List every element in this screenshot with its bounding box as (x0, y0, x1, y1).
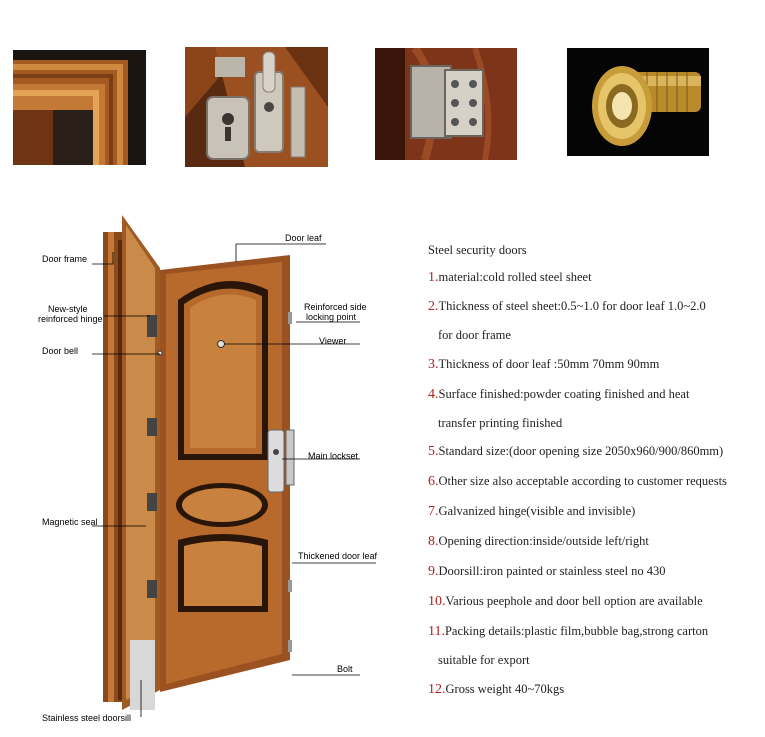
label-hinge-line2: reinforced hinge (38, 314, 103, 324)
spec-item-number: 2. (428, 299, 439, 314)
spec-item: suitable for export (438, 653, 530, 668)
peephole-viewer-photo (567, 48, 709, 156)
spec-item-text: Various peephole and door bell option ar… (445, 594, 703, 608)
spec-item-text: transfer printing finished (438, 416, 563, 430)
spec-item: 8.Opening direction:inside/outside left/… (428, 534, 649, 550)
spec-item-number: 6. (428, 474, 439, 489)
spec-item-text: Doorsill:iron painted or stainless steel… (438, 564, 666, 578)
spec-item-number: 1. (428, 270, 439, 285)
label-thickened-door-leaf: Thickened door leaf (298, 551, 378, 561)
spec-item-text: Packing details:plastic film,bubble bag,… (444, 624, 709, 638)
door-diagram (92, 215, 376, 717)
spec-item-number: 8. (428, 534, 439, 549)
spec-title: Steel security doors (428, 243, 527, 257)
lockset-detail-photo (185, 47, 328, 167)
spec-item: 6.Other size also acceptable according t… (428, 474, 727, 490)
spec-item-number: 10. (428, 594, 446, 609)
spec-item-text: Other size also acceptable according to … (438, 474, 727, 488)
label-locking-line2: locking point (306, 312, 357, 322)
label-hinge-line1: New-style (48, 304, 88, 314)
spec-item: 7.Galvanized hinge(visible and invisible… (428, 504, 635, 520)
spec-item: for door frame (438, 328, 511, 343)
spec-item-number: 4. (428, 387, 439, 402)
spec-item: 4.Surface finished:powder coating finish… (428, 387, 689, 403)
label-locking-line1: Reinforced side (304, 302, 367, 312)
spec-item-number: 11. (428, 624, 445, 639)
spec-item-text: Opening direction:inside/outside left/ri… (438, 534, 649, 548)
label-viewer: Viewer (319, 336, 347, 346)
spec-item: 9.Doorsill:iron painted or stainless ste… (428, 564, 666, 580)
spec-item-number: 5. (428, 444, 439, 459)
label-bolt: Bolt (337, 664, 353, 674)
spec-item-text: Galvanized hinge(visible and invisible) (438, 504, 636, 518)
spec-item: 2.Thickness of steel sheet:0.5~1.0 for d… (428, 299, 706, 315)
label-door-leaf: Door leaf (285, 233, 322, 243)
spec-item-text: for door frame (438, 328, 511, 342)
spec-item: 5.Standard size:(door opening size 2050x… (428, 444, 723, 460)
label-door-bell: Door bell (42, 346, 79, 356)
spec-item: 12.Gross weight 40~70kgs (428, 682, 564, 698)
label-stainless-doorsill: Stainless steel doorsill (42, 713, 132, 723)
spec-item: 11.Packing details:plastic film,bubble b… (428, 624, 708, 640)
spec-item-number: 3. (428, 357, 439, 372)
spec-item: 10.Various peephole and door bell option… (428, 594, 703, 610)
spec-item-text: Gross weight 40~70kgs (445, 682, 565, 696)
spec-item: 1.material:cold rolled steel sheet (428, 270, 592, 286)
spec-item-text: Thickness of steel sheet:0.5~1.0 for doo… (438, 299, 706, 313)
spec-item-number: 9. (428, 564, 439, 579)
spec-item-text: Surface finished:powder coating finished… (438, 387, 690, 401)
label-door-frame: Door frame (42, 254, 88, 264)
spec-item-text: material:cold rolled steel sheet (438, 270, 592, 284)
spec-item-number: 12. (428, 682, 446, 697)
spec-item: 3.Thickness of door leaf :50mm 70mm 90mm (428, 357, 659, 373)
spec-item-text: suitable for export (438, 653, 530, 667)
spec-item-text: Thickness of door leaf :50mm 70mm 90mm (438, 357, 660, 371)
spec-item-text: Standard size:(door opening size 2050x96… (438, 444, 724, 458)
label-magnetic-seal: Magnetic seal (42, 517, 98, 527)
spec-item-number: 7. (428, 504, 439, 519)
spec-item: transfer printing finished (438, 416, 562, 431)
hinge-detail-photo (375, 48, 517, 160)
door-frame-corner-photo (13, 50, 146, 165)
label-main-lockset: Main lockset (308, 451, 359, 461)
